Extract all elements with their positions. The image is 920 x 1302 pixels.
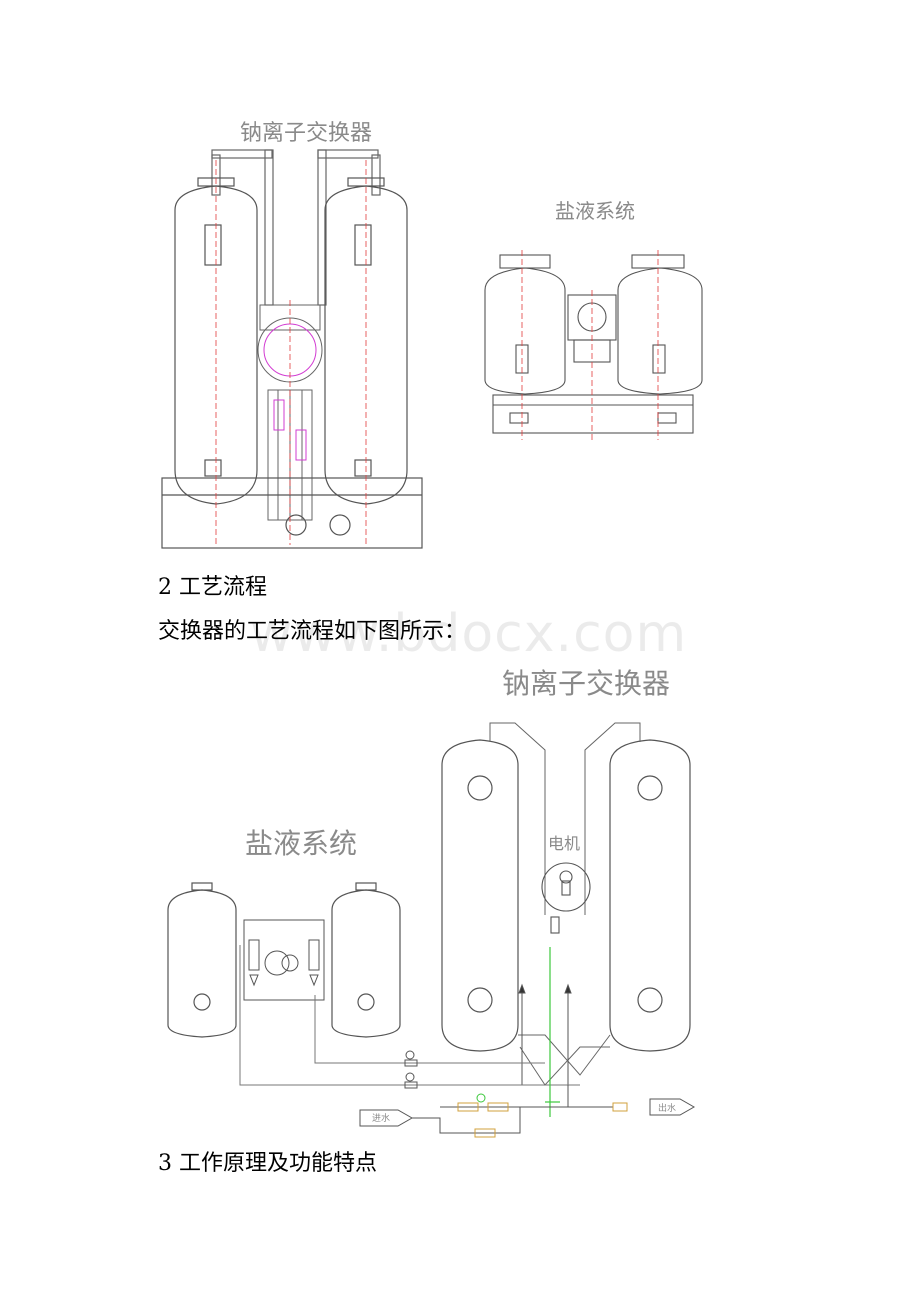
exchanger-title: 钠离子交换器 <box>240 121 372 146</box>
metering-valves <box>404 1050 418 1089</box>
watermark: www.bdocx.com <box>250 604 688 664</box>
flow-left-brine-tank <box>167 889 237 1038</box>
section-2-heading: 2 工艺流程 <box>158 575 267 600</box>
outlet-arrow <box>649 1098 696 1116</box>
right-exchanger-tank <box>324 177 408 505</box>
flow-right-brine-tank <box>331 889 401 1038</box>
brine-pump-module <box>243 919 325 1001</box>
brine-system-drawing <box>484 254 703 434</box>
flow-left-exchanger <box>441 739 519 1052</box>
flow-right-exchanger <box>609 739 691 1052</box>
outlet-label: 出水 <box>658 1102 676 1114</box>
inlet-label: 进水 <box>372 1112 390 1124</box>
process-flow-diagram: 钠离子交换器 盐液系统 电机 <box>167 667 696 1138</box>
equipment-drawing: 钠离子交换器 <box>161 121 703 549</box>
inlet-arrow <box>359 1109 414 1127</box>
motor-icon <box>541 862 591 934</box>
section-2-intro: 交换器的工艺流程如下图所示： <box>158 619 467 644</box>
section-3-heading: 3 工作原理及功能特点 <box>158 1151 377 1176</box>
flow-exchanger-title: 钠离子交换器 <box>502 667 670 700</box>
brine-system-title: 盐液系统 <box>555 199 635 223</box>
flow-brine-title: 盐液系统 <box>245 827 357 860</box>
motor-label: 电机 <box>548 834 580 853</box>
